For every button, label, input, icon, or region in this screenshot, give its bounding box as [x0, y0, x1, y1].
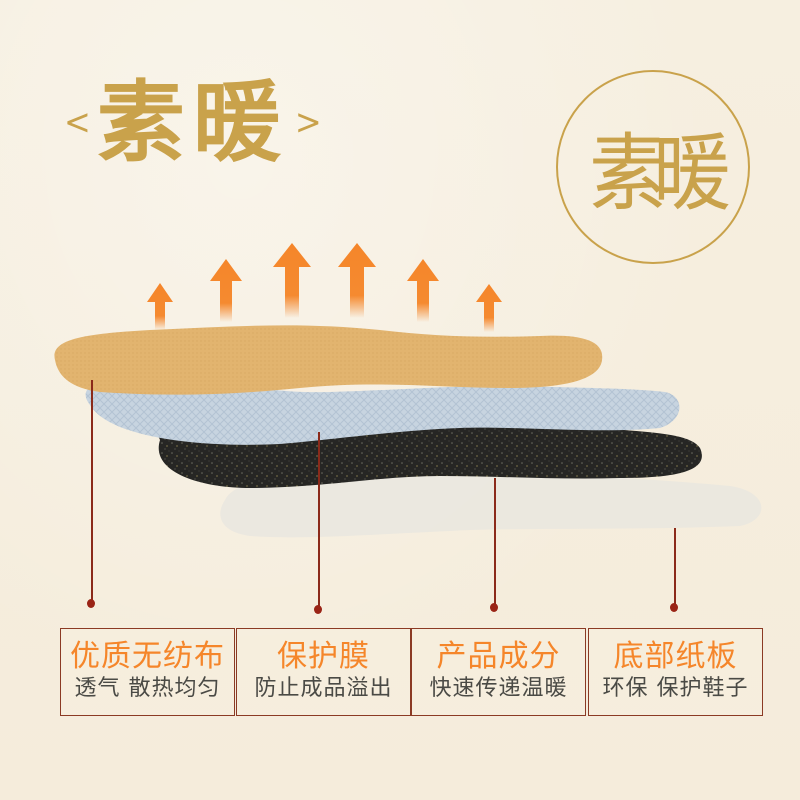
- heat-arrow-icon: [338, 243, 376, 318]
- feature-subtitle: 透气 散热均匀: [74, 676, 221, 701]
- leader-line-4: [674, 528, 676, 606]
- feature-card-ingredient: 产品成分 快速传递温暖: [411, 628, 586, 716]
- layer-protective-film: [85, 379, 680, 445]
- heat-arrow-icon: [407, 259, 439, 322]
- leader-dot-4: [670, 603, 678, 612]
- heat-arrows: [147, 243, 502, 332]
- left-bracket: <: [64, 101, 91, 143]
- feature-title: 优质无纺布: [70, 639, 225, 674]
- feature-card-non-woven: 优质无纺布 透气 散热均匀: [60, 628, 235, 716]
- brand-title-text: 素暖: [96, 70, 289, 174]
- feature-subtitle: 环保 保护鞋子: [602, 676, 749, 701]
- feature-subtitle: 防止成品溢出: [254, 676, 393, 701]
- leader-dot-1: [87, 599, 95, 608]
- brand-title: < 素暖 >: [58, 78, 328, 166]
- feature-card-protective-film: 保护膜 防止成品溢出: [236, 628, 411, 716]
- leader-line-3: [494, 478, 496, 606]
- layer-non-woven-fabric: [54, 325, 603, 395]
- leader-line-2: [318, 432, 320, 608]
- heat-arrow-icon: [147, 283, 173, 330]
- brand-seal-logo: 素暖: [556, 70, 750, 264]
- feature-card-paperboard: 底部纸板 环保 保护鞋子: [588, 628, 763, 716]
- heat-arrow-icon: [210, 259, 242, 322]
- feature-title: 产品成分: [436, 639, 561, 674]
- leader-dot-3: [490, 603, 498, 612]
- seal-text: 素暖: [588, 125, 731, 224]
- feature-title: 保护膜: [277, 639, 370, 674]
- heat-arrow-icon: [476, 284, 502, 332]
- feature-title: 底部纸板: [613, 639, 738, 674]
- layer-paperboard: [220, 472, 762, 538]
- leader-line-1: [91, 380, 93, 602]
- heat-arrow-icon: [273, 243, 311, 318]
- leader-dot-2: [314, 605, 322, 614]
- feature-subtitle: 快速传递温暖: [429, 676, 568, 701]
- right-bracket: >: [294, 101, 322, 143]
